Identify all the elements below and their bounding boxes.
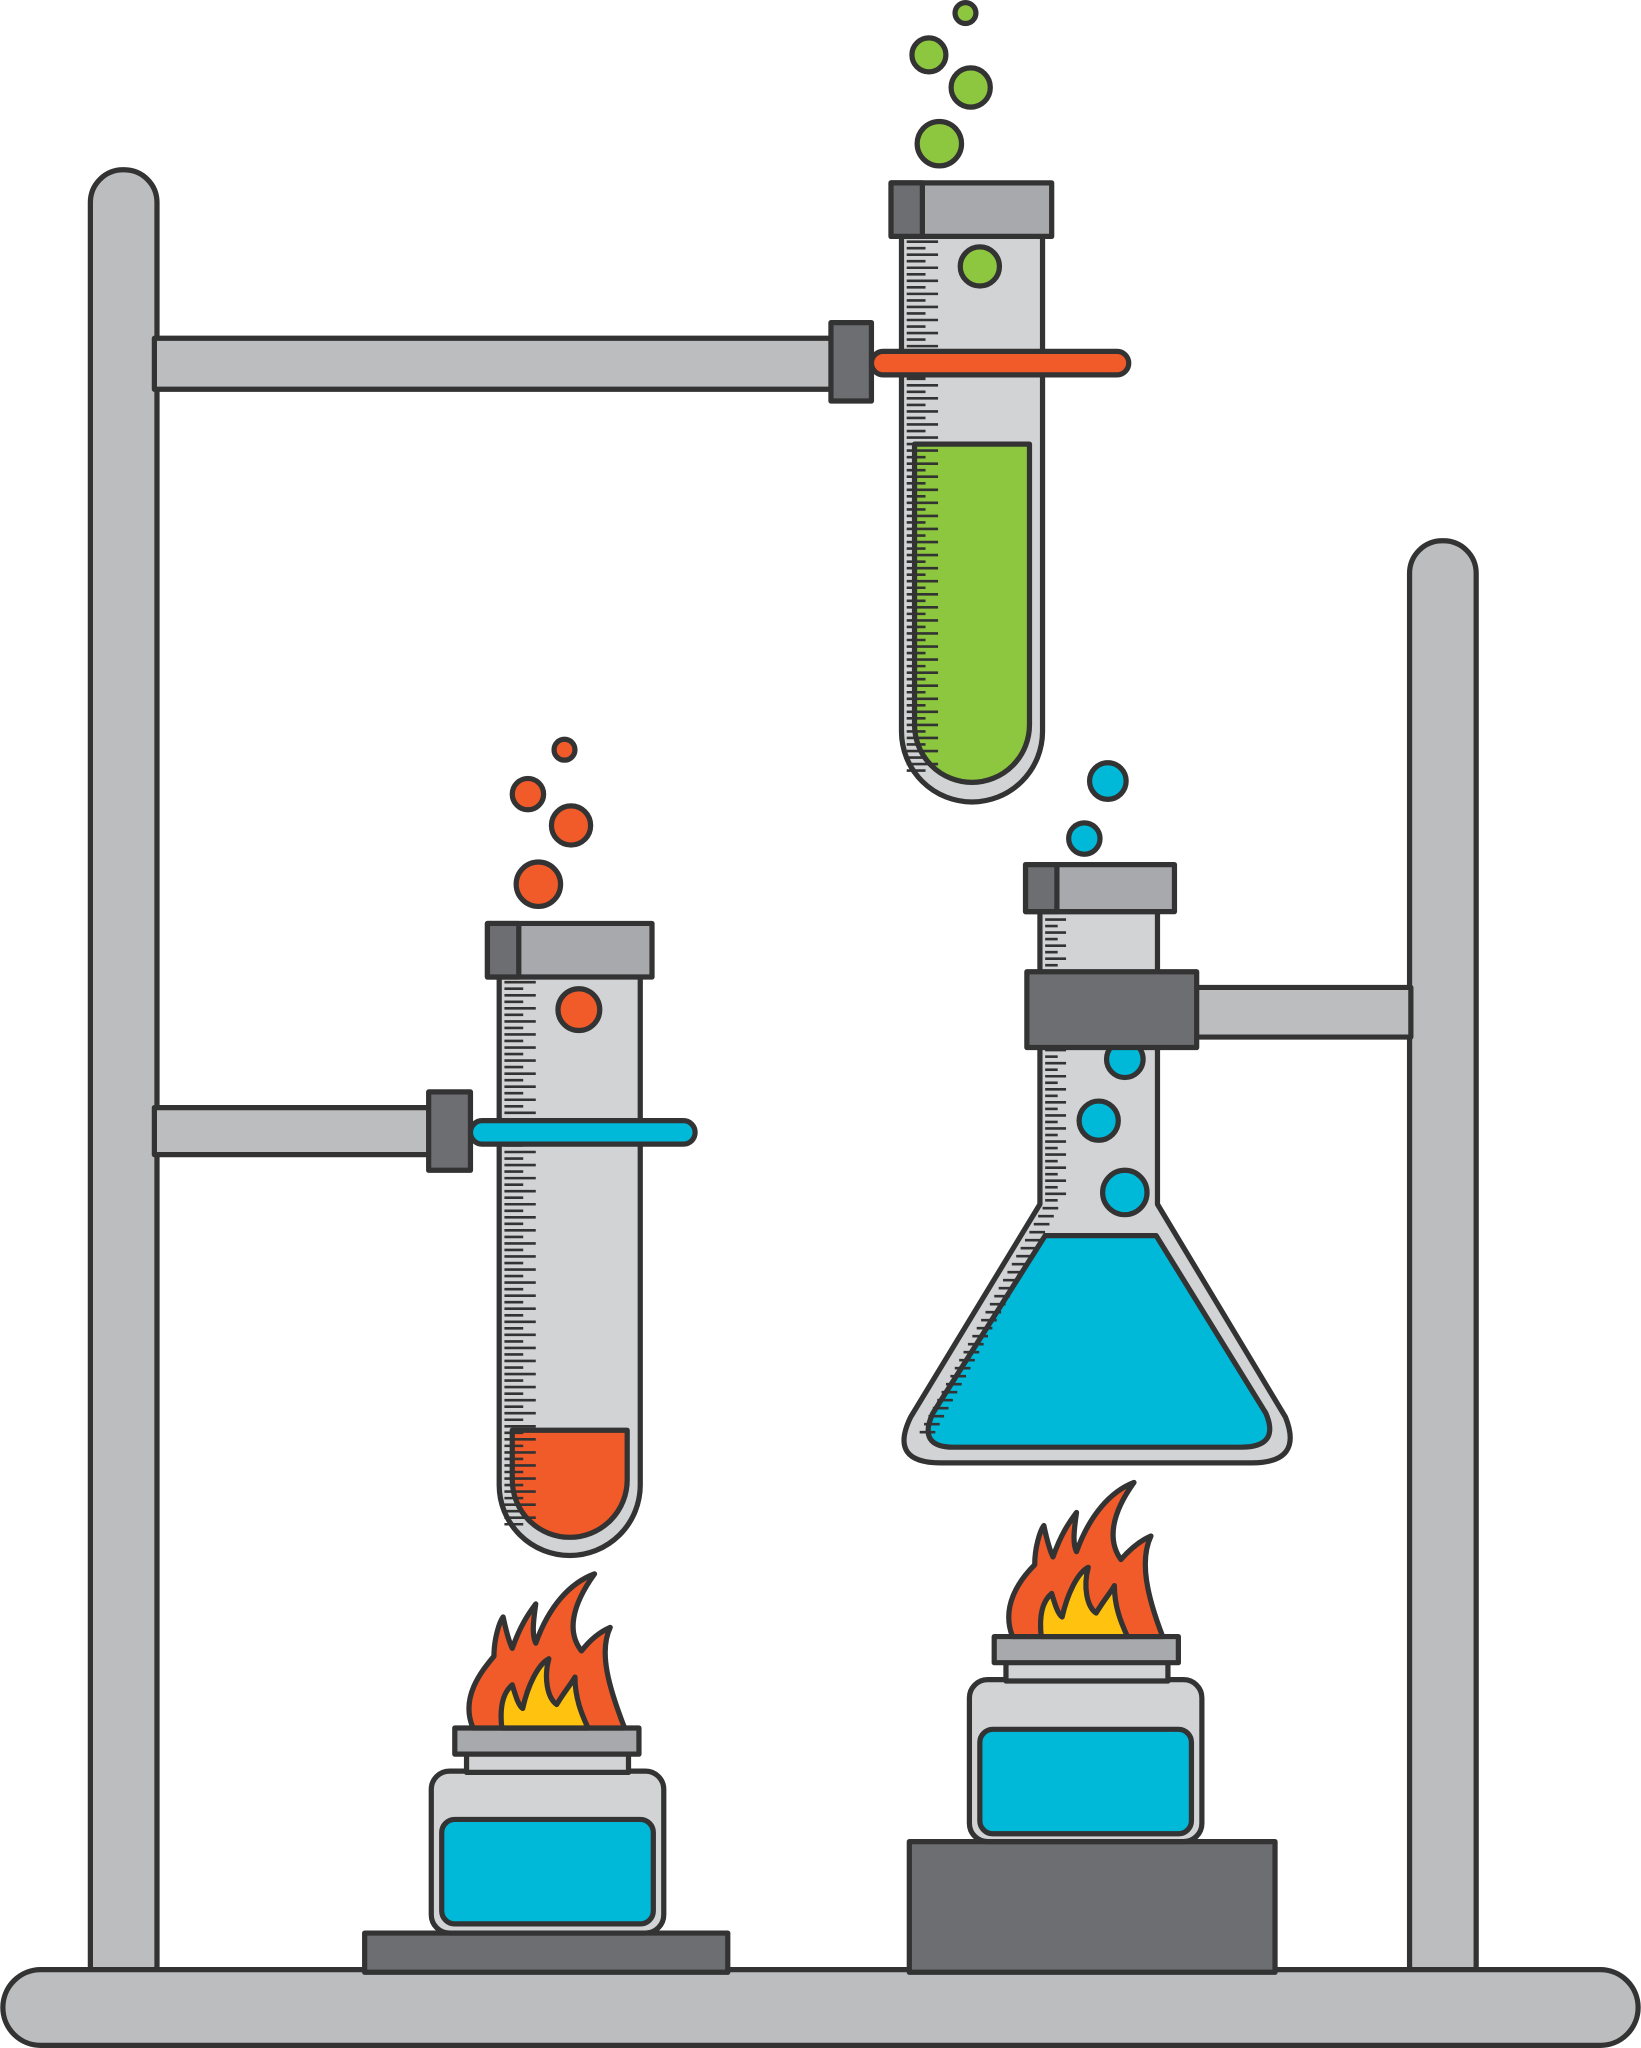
left-burner-assembly [362, 1571, 731, 1975]
right-stand-rod [1406, 538, 1479, 2001]
flask-clamp [1024, 969, 1200, 1051]
lower-clamp-holder [426, 1089, 474, 1173]
bubble-icon [1086, 760, 1129, 802]
upper-left-arm [151, 335, 839, 392]
bubble-icon [952, 0, 979, 27]
green-test-tube-assembly [151, 0, 1132, 805]
bubble-icon [1066, 820, 1103, 857]
green-liquid [911, 441, 1033, 785]
left-burner-fuel [439, 1816, 656, 1927]
bubble-icon [509, 775, 547, 813]
bubble-icon [914, 118, 965, 169]
orange-rising-bubbles [509, 736, 594, 910]
flame-icon [466, 1571, 628, 1731]
bubble-icon [909, 35, 949, 75]
lower-left-arm [151, 1104, 436, 1158]
right-burner-wick-cap [991, 1633, 1181, 1666]
erlenmeyer-flask-icon [901, 862, 1293, 1466]
upper-clamp-band [868, 348, 1132, 378]
orange-stopper-grip [484, 920, 522, 980]
spirit-burner-icon [428, 1725, 667, 1936]
right-burner-stand-block [906, 1839, 1278, 1975]
bubble-icon [957, 244, 1003, 289]
lower-clamp-band [467, 1118, 698, 1147]
test-tube-icon [888, 180, 1055, 805]
orange-test-tube-assembly [151, 736, 698, 1559]
flask-blue-liquid [925, 1232, 1273, 1450]
bubble-icon [555, 986, 603, 1034]
flask-stopper-grip [1022, 862, 1060, 915]
flame-icon [1006, 1479, 1166, 1640]
bubble-icon [513, 859, 564, 910]
orange-liquid [509, 1427, 630, 1540]
green-rising-bubbles [909, 0, 993, 169]
bubble-icon [1076, 1098, 1121, 1143]
ring-stand-icon [0, 167, 1641, 2048]
bubble-icon [948, 65, 993, 110]
bubble-icon [551, 736, 578, 763]
flask-body-graduations [919, 1206, 1059, 1434]
right-flame-inner [1038, 1564, 1131, 1640]
spirit-burner-icon [966, 1633, 1205, 1845]
bubble-icon [548, 803, 594, 848]
left-stand-rod [87, 167, 160, 2001]
bubble-icon [1100, 1167, 1150, 1218]
blue-rising-bubbles [1066, 760, 1129, 857]
stand-base [0, 1967, 1641, 2048]
right-arm [1192, 984, 1414, 1040]
flask-assembly [901, 760, 1414, 1466]
test-tube-icon [484, 920, 655, 1559]
left-flame-inner [498, 1656, 591, 1731]
green-stopper-grip [888, 180, 925, 240]
right-burner-assembly [906, 1479, 1278, 1975]
right-burner-fuel [977, 1726, 1195, 1837]
green-tube-graduations [906, 240, 939, 772]
upper-clamp-holder [828, 320, 875, 404]
left-burner-wick-cap [452, 1725, 642, 1757]
left-burner-stand-plate [362, 1930, 731, 1975]
